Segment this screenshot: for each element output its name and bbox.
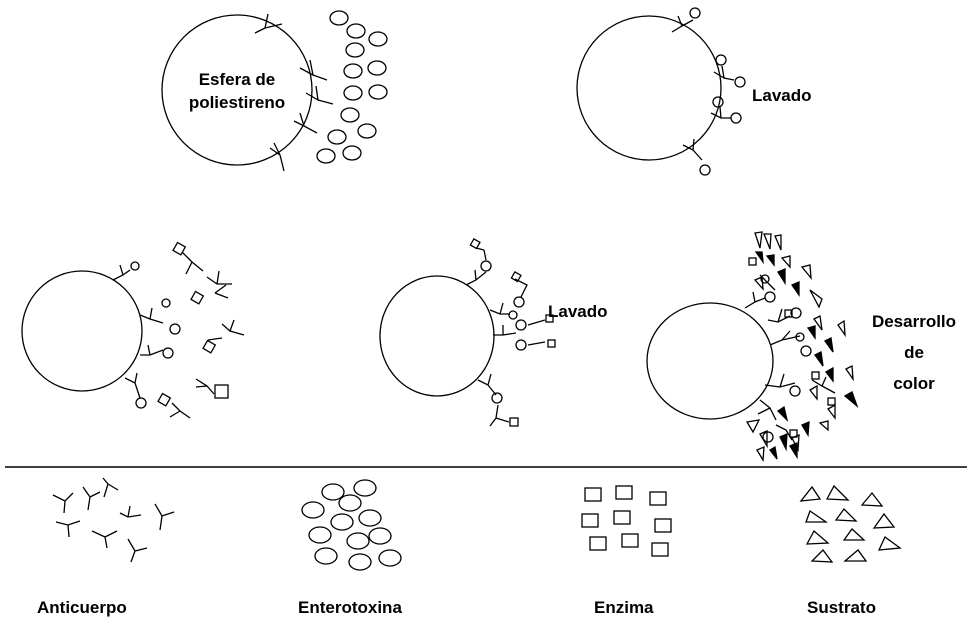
adsorbed-antibodies	[254, 13, 334, 172]
sandwich-complexes-5	[744, 257, 836, 443]
legend-enzyme-label: Enzima	[594, 598, 654, 617]
legend-enterotoxin-icon	[301, 479, 402, 571]
polystyrene-sphere-4	[379, 275, 495, 397]
color-label-line-2: de	[904, 343, 924, 362]
free-enterotoxin	[316, 10, 388, 164]
wash-label-2: Lavado	[548, 302, 608, 321]
bound-antibody-toxin-3	[112, 261, 181, 409]
legend-antibody-icon	[52, 477, 175, 563]
legend-enterotoxin-label: Enterotoxina	[298, 598, 402, 617]
bound-antibody-toxin	[671, 7, 746, 176]
stage-3-conjugate-addition	[21, 241, 245, 419]
stage-5-color-development	[646, 231, 859, 463]
polystyrene-sphere-2	[576, 15, 722, 161]
polystyrene-sphere-3	[21, 270, 143, 392]
color-label-line-1: Desarrollo	[871, 312, 957, 331]
legend-substrate-icon	[799, 484, 902, 563]
legend-enzyme-icon	[581, 485, 672, 557]
color-label-line-3: color	[893, 374, 935, 393]
substrate-product	[745, 231, 859, 463]
wash-label-1: Lavado	[752, 86, 812, 105]
polystyrene-sphere-5	[646, 302, 774, 420]
sphere-label-line-1: Esfera de	[198, 70, 276, 89]
free-conjugate	[157, 241, 245, 419]
legend-antibody-label: Anticuerpo	[37, 598, 127, 617]
sphere-label-line-2: poliestireno	[188, 93, 286, 112]
sphere-label: Esfera de poliestireno	[172, 68, 302, 114]
color-development-label: Desarrollo de color	[856, 306, 970, 399]
polystyrene-sphere	[161, 14, 313, 166]
sandwich-complexes-4	[465, 238, 556, 427]
stage-1-coated-sphere	[161, 10, 388, 172]
stage-4-washed-sandwich	[379, 238, 556, 427]
legend-substrate-label: Sustrato	[807, 598, 876, 617]
stage-2-washed-sphere	[576, 7, 746, 176]
